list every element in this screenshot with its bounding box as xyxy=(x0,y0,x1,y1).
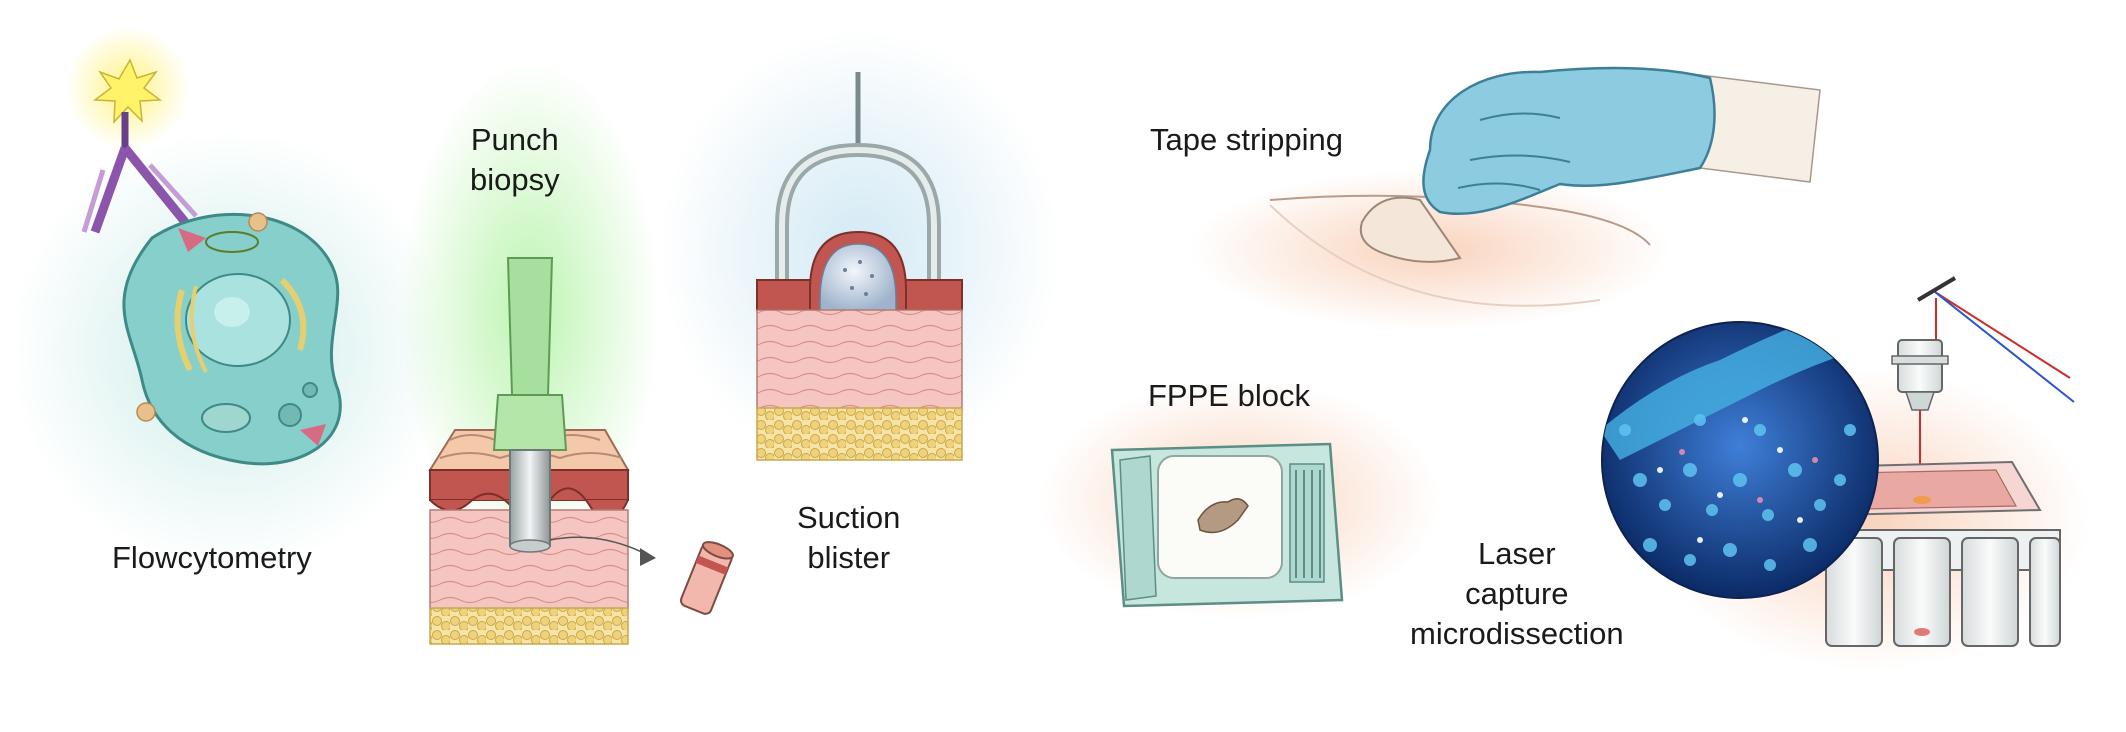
blister-skin-icon xyxy=(756,230,963,461)
suction-blister-label-line-1: Suction xyxy=(797,500,901,535)
suction-blister-label-line-2: blister xyxy=(807,540,891,575)
flowcytometry-illustration xyxy=(10,26,450,570)
punch-biopsy-illustration xyxy=(400,60,734,645)
star-burst-icon xyxy=(92,58,163,125)
suction-cup-icon xyxy=(775,72,941,288)
microscope-objective-icon xyxy=(1891,339,1949,500)
punch-biopsy-label: Punch biopsy xyxy=(470,120,560,200)
biopsy-core-icon xyxy=(549,536,734,615)
tape-stripping-illustration xyxy=(1190,66,1821,330)
suction-blister-label: Suction blister xyxy=(797,498,900,578)
cell-icon xyxy=(122,212,342,466)
tape-stripping-label: Tape stripping xyxy=(1150,122,1344,157)
laser-capture-label-line-2: capture xyxy=(1465,576,1569,611)
punch-tool-icon xyxy=(492,257,568,553)
suction-blister-illustration xyxy=(660,30,1060,470)
punch-biopsy-label-line-1: Punch xyxy=(470,122,559,157)
flowcytometry-label: Flowcytometry xyxy=(112,540,312,575)
antibody-icon xyxy=(81,112,198,234)
laser-capture-label-line-3: microdissection xyxy=(1410,616,1624,651)
laser-capture-label: Laser capture microdissection xyxy=(1410,534,1624,654)
laser-capture-label-line-1: Laser xyxy=(1478,536,1556,571)
tape-strip-icon xyxy=(1359,196,1462,263)
fppe-block-label: FPPE block xyxy=(1148,378,1310,413)
cassette-icon xyxy=(1110,442,1344,608)
punch-biopsy-label-line-2: biopsy xyxy=(470,162,560,197)
laser-capture-illustration xyxy=(1601,276,2090,670)
gloved-hand-icon xyxy=(1422,66,1821,216)
fppe-block-illustration xyxy=(1040,380,1440,620)
